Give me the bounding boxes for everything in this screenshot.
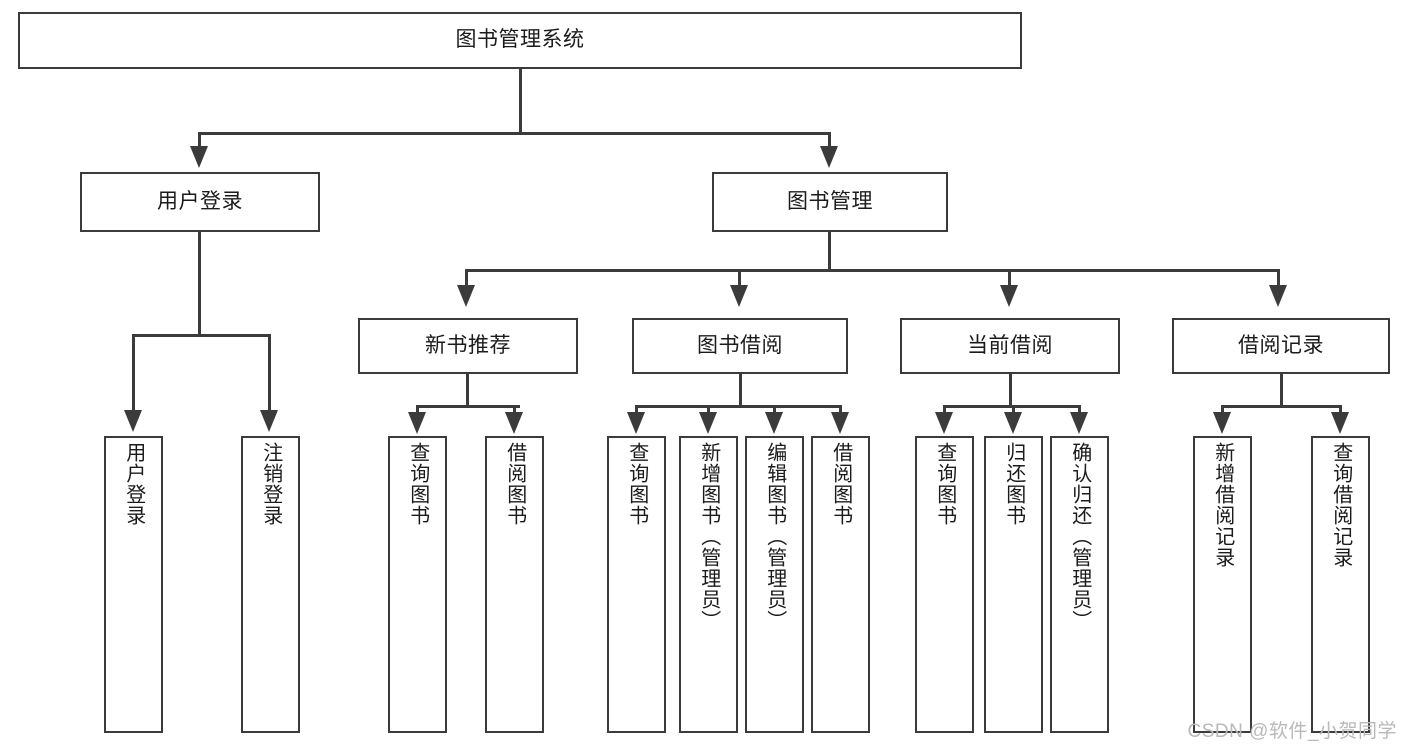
node-book-management[interactable]: 图书管理	[712, 172, 948, 232]
connector-level3-bus	[465, 269, 1280, 272]
leaf-user-login[interactable]: 用户登录	[104, 436, 163, 733]
node-label: 归还图书	[1002, 442, 1025, 526]
connector-bookborrow-stem	[739, 374, 742, 408]
node-label: 图书管理系统	[455, 28, 585, 52]
node-label: 借阅记录	[1238, 333, 1324, 357]
leaf-query-book-recommend[interactable]: 查询图书	[388, 436, 447, 733]
connector-currentborrow-drop-2	[1012, 405, 1015, 415]
connector-borrowrecord-drop-1	[1221, 405, 1224, 415]
connector-currentborrow-stem	[1009, 374, 1012, 408]
arrowhead-leaf-query-record	[1331, 412, 1349, 434]
leaf-query-book-borrow[interactable]: 查询图书	[607, 436, 666, 733]
connector-level3-drop-2	[738, 269, 741, 287]
csdn-watermark: CSDN @软件_小贺同学	[1187, 721, 1397, 742]
node-user-login[interactable]: 用户登录	[80, 172, 320, 232]
connector-book-manage-stem	[828, 232, 831, 272]
connector-borrowrecord-stem	[1280, 374, 1283, 408]
connector-borrowrecord-drop-2	[1339, 405, 1342, 415]
leaf-query-borrow-record[interactable]: 查询借阅记录	[1311, 436, 1370, 733]
leaf-edit-book-admin[interactable]: 编辑图书（管理员）	[745, 436, 804, 733]
node-label: 图书借阅	[697, 333, 783, 357]
arrowhead-user-login	[190, 146, 208, 168]
node-current-borrow[interactable]: 当前借阅	[900, 318, 1120, 374]
arrowhead-leaf-add-book	[699, 412, 717, 434]
node-label: 用户登录	[157, 189, 243, 213]
leaf-borrow-book[interactable]: 借阅图书	[811, 436, 870, 733]
node-label: 借阅图书	[503, 442, 526, 526]
connector-bookborrow-bus	[635, 405, 841, 408]
node-label: 注销登录	[259, 442, 282, 526]
node-label: 用户登录	[122, 442, 145, 526]
arrowhead-leaf-borrow-book-2	[831, 412, 849, 434]
connector-level2-drop-left	[198, 132, 201, 148]
connector-bookborrow-drop-3	[773, 405, 776, 415]
connector-bookborrow-drop-2	[707, 405, 710, 415]
connector-recommend-drop-1	[416, 405, 419, 415]
arrowhead-leaf-borrow-book-1	[505, 412, 523, 434]
node-label: 新增图书（管理员）	[697, 442, 720, 631]
node-borrow-record[interactable]: 借阅记录	[1172, 318, 1390, 374]
connector-recommend-bus	[416, 405, 520, 408]
arrowhead-leaf-user-login	[124, 410, 142, 432]
node-label: 新增借阅记录	[1211, 442, 1234, 568]
arrowhead-current-borrow	[1000, 285, 1018, 307]
connector-bookborrow-drop-1	[635, 405, 638, 415]
arrowhead-leaf-query-book-3	[935, 412, 953, 434]
arrowhead-leaf-add-record	[1213, 412, 1231, 434]
connector-level2-drop-right	[828, 132, 831, 148]
node-root-system[interactable]: 图书管理系统	[18, 12, 1022, 69]
arrowhead-leaf-query-book-1	[408, 412, 426, 434]
leaf-return-book[interactable]: 归还图书	[984, 436, 1043, 733]
connector-level3-drop-3	[1008, 269, 1011, 287]
node-book-borrow[interactable]: 图书借阅	[632, 318, 848, 374]
connector-currentborrow-drop-3	[1078, 405, 1081, 415]
connector-currentborrow-drop-1	[943, 405, 946, 415]
connector-level3-drop-1	[465, 269, 468, 287]
arrowhead-leaf-return-book	[1004, 412, 1022, 434]
node-label: 查询借阅记录	[1329, 442, 1352, 568]
node-label: 查询图书	[933, 442, 956, 526]
arrowhead-leaf-query-book-2	[627, 412, 645, 434]
connector-recommend-stem	[466, 374, 469, 408]
connector-level2-bus	[198, 132, 831, 135]
leaf-borrow-book-recommend[interactable]: 借阅图书	[485, 436, 544, 733]
node-label: 图书管理	[787, 189, 873, 213]
node-label: 借阅图书	[829, 442, 852, 526]
leaf-add-borrow-record[interactable]: 新增借阅记录	[1193, 436, 1252, 733]
leaf-logout[interactable]: 注销登录	[241, 436, 300, 733]
node-new-book-recommend[interactable]: 新书推荐	[358, 318, 578, 374]
arrowhead-new-book-recommend	[457, 285, 475, 307]
connector-bookborrow-drop-4	[839, 405, 842, 415]
arrowhead-borrow-record	[1269, 285, 1287, 307]
arrowhead-book-borrow	[730, 285, 748, 307]
node-label: 查询图书	[406, 442, 429, 526]
leaf-query-book-current[interactable]: 查询图书	[915, 436, 974, 733]
leaf-add-book-admin[interactable]: 新增图书（管理员）	[679, 436, 738, 733]
connector-user-login-bus	[132, 334, 270, 337]
arrowhead-leaf-confirm-return	[1070, 412, 1088, 434]
connector-borrowrecord-bus	[1221, 405, 1341, 408]
arrowhead-book-manage	[820, 146, 838, 168]
leaf-confirm-return-admin[interactable]: 确认归还（管理员）	[1050, 436, 1109, 733]
connector-user-login-drop-2	[268, 334, 271, 412]
arrowhead-leaf-edit-book	[765, 412, 783, 434]
node-label: 查询图书	[625, 442, 648, 526]
arrowhead-leaf-logout	[260, 410, 278, 432]
node-label: 确认归还（管理员）	[1068, 442, 1091, 631]
connector-level3-drop-4	[1277, 269, 1280, 287]
connector-root-stem	[519, 69, 522, 134]
node-label: 当前借阅	[967, 333, 1053, 357]
node-label: 编辑图书（管理员）	[763, 442, 786, 631]
connector-user-login-drop-1	[132, 334, 135, 412]
connector-recommend-drop-2	[513, 405, 516, 415]
connector-user-login-stem	[198, 232, 201, 336]
node-label: 新书推荐	[425, 333, 511, 357]
